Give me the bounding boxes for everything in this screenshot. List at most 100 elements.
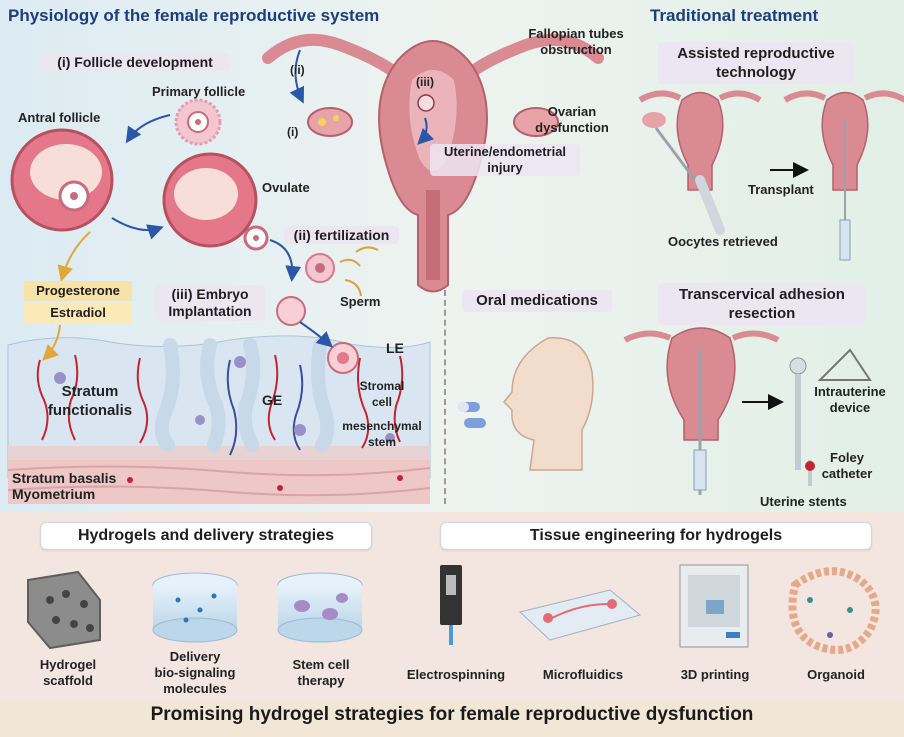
- mesenchymal-stem-label: mesenchymal stem: [336, 418, 428, 450]
- stent-devices: [789, 348, 872, 486]
- pill-icons: [458, 402, 486, 428]
- sperm-label: Sperm: [340, 294, 381, 309]
- footer-band: [0, 702, 904, 737]
- endometrium-tissue: [7, 335, 431, 504]
- 3d-printing-label: 3D printing: [680, 667, 750, 682]
- scaffold-line1: Hydrogel: [39, 657, 97, 672]
- embryo-implantation-label: (iii) Embryo Implantation: [155, 285, 265, 321]
- stromal-line2: cell: [371, 395, 392, 409]
- microfluidics-label: Microfluidics: [542, 667, 624, 682]
- arrow-hormones-to-endometrium: [42, 324, 61, 361]
- 3d-printer-icon: [679, 564, 749, 648]
- stem-cell-therapy-label: Stem cell therapy: [276, 657, 366, 689]
- stratum-functionalis-line2: functionalis: [47, 402, 133, 419]
- transplant-label: Transplant: [748, 182, 814, 197]
- delivery-line1: Delivery: [169, 649, 221, 664]
- hormone-box: Progesterone Estradiol: [24, 281, 132, 323]
- delivery-biosignaling-label: Delivery bio-signaling molecules: [140, 649, 250, 697]
- arrow-antral-to-ovulate: [111, 217, 164, 240]
- arrow-follicle-to-hormones: [57, 231, 91, 282]
- foley-line2: catheter: [821, 466, 873, 481]
- art-line2: technology: [715, 64, 796, 81]
- delivery-line3: molecules: [163, 681, 227, 696]
- art-label: Assisted reproductive technology: [658, 42, 854, 84]
- follicle-development-label: (i) Follicle development: [40, 53, 230, 71]
- organoid-icon: [788, 567, 880, 654]
- myometrium-label: Myometrium: [12, 486, 96, 502]
- uterine-line1: Uterine/endometrial: [443, 144, 567, 159]
- uterus-mark-ii: (ii): [290, 63, 305, 77]
- ovulating-follicle-graphic: [162, 152, 269, 251]
- stromal-cell-label: Stromal cell: [352, 378, 412, 410]
- electrospinning-label: Electrospinning: [406, 667, 506, 682]
- ovarian-dysfunction-label: Ovarian dysfunction: [524, 104, 620, 136]
- tar-line2: resection: [728, 305, 796, 322]
- le-label: LE: [386, 340, 404, 356]
- fallopian-line1: Fallopian tubes: [528, 26, 624, 41]
- embryo-implantation-line1: (iii) Embryo: [171, 286, 249, 302]
- tar-uterus: [623, 327, 780, 495]
- fertilization-graphic: [305, 246, 379, 297]
- intrauterine-device-label: Intrauterine device: [808, 384, 892, 416]
- tar-label: Transcervical adhesion resection: [658, 283, 866, 325]
- estradiol-label: Estradiol: [24, 303, 132, 323]
- oocytes-retrieved-label: Oocytes retrieved: [668, 234, 778, 249]
- delivery-molecules-icon: [152, 572, 238, 643]
- art-uterus-right: [783, 90, 904, 261]
- delivery-line2: bio-signaling: [154, 665, 236, 680]
- stratum-functionalis-label: Stratum functionalis: [30, 382, 150, 420]
- arrow-ovulate-to-fertilization: [269, 239, 302, 282]
- ovarian-line2: dysfunction: [535, 120, 609, 135]
- stromal-line1: Stromal: [359, 379, 405, 393]
- uterine-stents-label: Uterine stents: [760, 494, 847, 509]
- intrauterine-line1: Intrauterine: [814, 384, 886, 399]
- oral-divider: [444, 290, 446, 504]
- uterus-mark-iii: (iii): [416, 75, 434, 89]
- antral-follicle-label: Antral follicle: [18, 110, 101, 125]
- ge-label: GE: [262, 392, 283, 408]
- tissue-engineering-header: Tissue engineering for hydrogels: [440, 522, 872, 550]
- primary-follicle-label: Primary follicle: [152, 84, 246, 99]
- footer-title: Promising hydrogel strategies for female…: [150, 704, 754, 725]
- stem-line1: Stem cell: [292, 657, 350, 672]
- stratum-basalis-label: Stratum basalis: [12, 470, 117, 486]
- primary-follicle-graphic: [174, 98, 222, 146]
- microfluidics-icon: [518, 589, 642, 641]
- physiology-title: Physiology of the female reproductive sy…: [8, 6, 380, 25]
- intrauterine-line2: device: [829, 400, 871, 415]
- progesterone-label: Progesterone: [24, 281, 132, 301]
- foley-catheter-label: Foley catheter: [812, 450, 882, 482]
- uterine-injury-label: Uterine/endometrial injury: [430, 144, 580, 176]
- tar-line1: Transcervical adhesion: [679, 286, 845, 303]
- uterine-line2: injury: [487, 160, 523, 175]
- head-profile-icon: [502, 337, 594, 471]
- stratum-functionalis-line1: Stratum: [61, 383, 119, 400]
- stem-cell-therapy-icon: [277, 572, 363, 643]
- hydrogels-delivery-header: Hydrogels and delivery strategies: [40, 522, 372, 550]
- embryo-graphic: [276, 296, 359, 374]
- mesenchymal-line2: stem: [367, 435, 396, 449]
- art-uterus-left: [638, 90, 762, 235]
- electrospinning-icon: [440, 565, 462, 645]
- arrow-primary-to-antral: [125, 114, 171, 144]
- ovulate-label: Ovulate: [262, 180, 310, 195]
- scaffold-line2: scaffold: [43, 673, 93, 688]
- uterus-mark-i: (i): [287, 125, 299, 139]
- ovarian-line1: Ovarian: [547, 104, 597, 119]
- arrow-embryo-to-implantation: [299, 321, 333, 348]
- stem-line2: therapy: [297, 673, 345, 688]
- foley-line1: Foley: [830, 450, 864, 465]
- fallopian-obstruction-label: Fallopian tubes obstruction: [520, 26, 632, 58]
- mesenchymal-line1: mesenchymal: [342, 419, 422, 433]
- antral-follicle-graphic: [10, 128, 114, 232]
- traditional-title: Traditional treatment: [650, 6, 819, 25]
- organoid-label: Organoid: [807, 667, 865, 682]
- fallopian-line2: obstruction: [540, 42, 612, 57]
- oral-medications-label: Oral medications: [462, 290, 612, 312]
- hydrogel-scaffold-label: Hydrogel scaffold: [20, 657, 116, 689]
- embryo-implantation-line2: Implantation: [168, 303, 252, 319]
- art-line1: Assisted reproductive: [677, 45, 835, 62]
- fertilization-label: (ii) fertilization: [284, 226, 399, 244]
